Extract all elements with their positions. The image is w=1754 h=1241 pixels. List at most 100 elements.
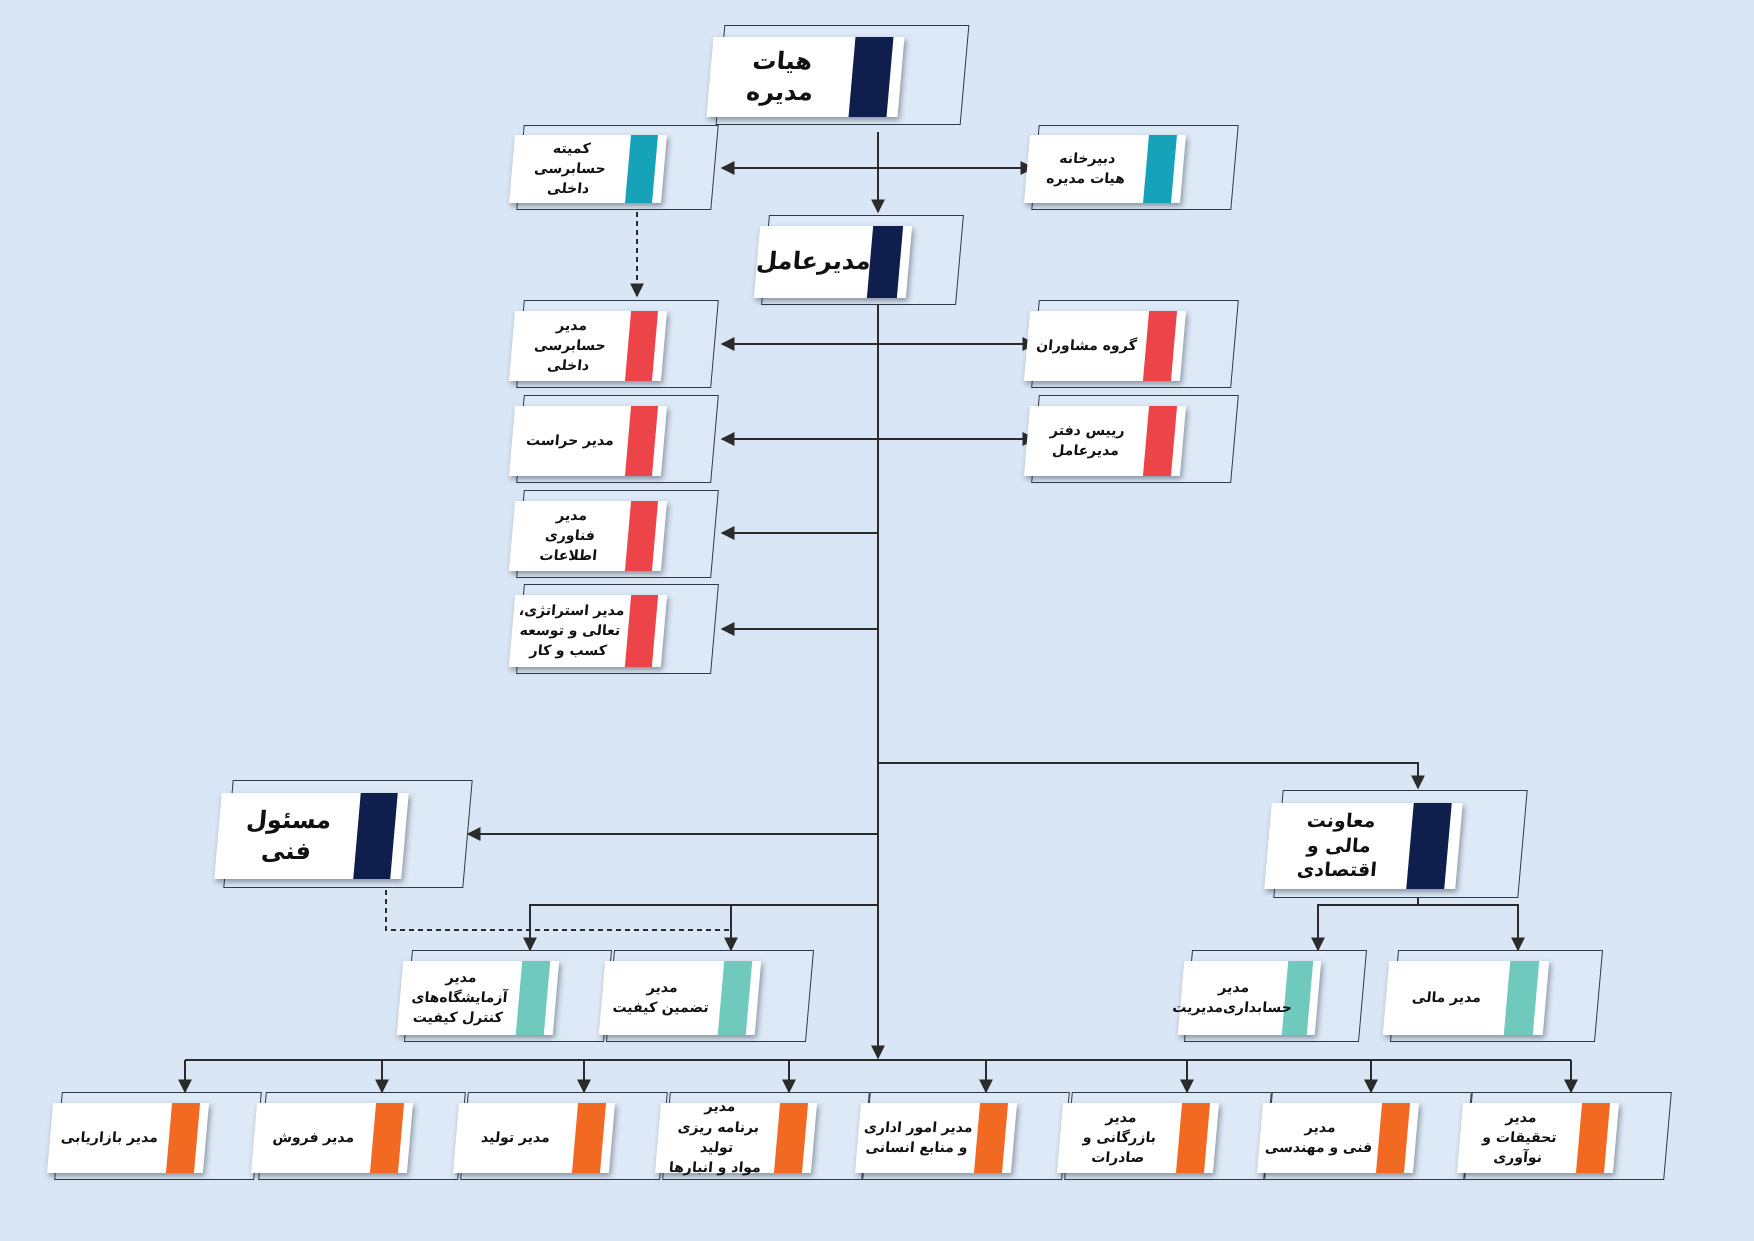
node-commerce-manager[interactable]: مدیر بازرگانی و صادرات	[1056, 1092, 1272, 1180]
node-marketing-manager[interactable]: مدیر بازاریابی	[46, 1092, 262, 1180]
node-audit-committee[interactable]: کمیته حسابرسی داخلی	[509, 125, 719, 210]
node-ceo-office-head[interactable]: رییس دفتر مدیرعامل	[1023, 395, 1239, 483]
node-label: مدیر حراست	[525, 432, 615, 449]
node-label: مدیر حسابرسی داخلی	[533, 317, 607, 375]
node-card: مدیرعامل	[753, 226, 913, 298]
node-card: مسئول فنی	[214, 793, 409, 879]
node-it-manager[interactable]: مدیر فناوری اطلاعات	[508, 490, 719, 578]
node-label: مدیر فروش	[272, 1129, 355, 1146]
line-finance-deputy	[878, 762, 1425, 790]
node-label: مدیر بازاریابی	[60, 1129, 159, 1146]
node-label: مدیر تحقیقات و نوآوری	[1481, 1109, 1558, 1167]
node-label: مدیر تضمین کیفیت	[611, 979, 710, 1016]
node-board-secretariat[interactable]: دبیرخانه هیات مدیره	[1024, 125, 1239, 210]
color-bar	[848, 37, 894, 117]
node-planning-manager[interactable]: مدیر برنامه ریزی تولید مواد و انبارها	[654, 1092, 870, 1180]
color-bar	[1406, 803, 1452, 889]
node-label: معاونت مالی و اقتصادی	[1296, 809, 1378, 882]
node-card: مدیر حسابرسی داخلی	[508, 311, 668, 381]
color-bar	[625, 135, 658, 203]
node-label: گروه مشاوران	[1035, 337, 1138, 354]
node-label: رییس دفتر مدیرعامل	[1049, 422, 1126, 459]
line-to-finance-manager	[1418, 904, 1525, 952]
color-bar	[773, 1103, 809, 1173]
node-card: کمیته حسابرسی داخلی	[509, 135, 667, 203]
line-qc-branch	[523, 904, 878, 952]
node-label: مدیر تولید	[480, 1129, 551, 1146]
node-qc-lab-manager[interactable]: مدیر آزمایشگاه‌های کنترل کیفیت	[396, 950, 613, 1042]
node-label: مدیر برنامه ریزی تولید مواد و انبارها	[668, 1099, 762, 1177]
color-bar	[1143, 135, 1177, 203]
node-card: مدیر بازاریابی	[46, 1103, 210, 1173]
node-engineering-manager[interactable]: مدیر فنی و مهندسی	[1256, 1092, 1472, 1180]
node-advisors-group[interactable]: گروه مشاوران	[1023, 300, 1239, 388]
node-label: دبیرخانه هیات مدیره	[1045, 150, 1126, 187]
node-label: کمیته حسابرسی داخلی	[533, 140, 607, 198]
node-label: مدیر حسابداری‌مدیریت	[1171, 979, 1293, 1016]
node-production-manager[interactable]: مدیر تولید	[452, 1092, 668, 1180]
node-card: مدیر استراتژی، تعالی و توسعه کسب و کار	[508, 595, 668, 667]
node-sales-manager[interactable]: مدیر فروش	[250, 1092, 466, 1180]
node-card: مدیر فروش	[250, 1103, 414, 1173]
node-label: مدیر فنی و مهندسی	[1264, 1119, 1373, 1156]
node-finance-deputy[interactable]: معاونت مالی و اقتصادی	[1264, 790, 1528, 898]
node-qa-manager[interactable]: مدیر تضمین کیفیت	[598, 950, 815, 1042]
node-technical-officer[interactable]: مسئول فنی	[214, 780, 473, 888]
node-card: مدیر آزمایشگاه‌های کنترل کیفیت	[396, 961, 560, 1035]
color-bar	[624, 311, 659, 381]
node-internal-audit-manager[interactable]: مدیر حسابرسی داخلی	[508, 300, 719, 388]
node-card: مدیر فنی و مهندسی	[1256, 1103, 1420, 1173]
node-label: مدیر بازرگانی و صادرات	[1082, 1109, 1157, 1167]
node-card: دبیرخانه هیات مدیره	[1024, 135, 1186, 203]
node-card: مدیر امور اداری و منابع انسانی	[854, 1103, 1018, 1173]
node-card: مدیر مالی	[1382, 961, 1550, 1035]
color-bar	[1142, 406, 1178, 476]
color-bar	[571, 1103, 607, 1173]
color-bar	[1575, 1103, 1611, 1173]
node-label: مسئول فنی	[245, 805, 333, 865]
color-bar	[717, 961, 753, 1035]
line-technical-dashed	[385, 890, 731, 931]
node-label: مدیر امور اداری و منابع انسانی	[863, 1119, 974, 1156]
node-admin-hr-manager[interactable]: مدیر امور اداری و منابع انسانی	[854, 1092, 1070, 1180]
node-mgmt-accounting-manager[interactable]: مدیر حسابداری‌مدیریت	[1172, 950, 1368, 1042]
node-card: مدیر برنامه ریزی تولید مواد و انبارها	[654, 1099, 818, 1177]
node-card: مدیر تحقیقات و نوآوری	[1456, 1103, 1620, 1173]
color-bar	[165, 1103, 201, 1173]
node-label: مدیر استراتژی، تعالی و توسعه کسب و کار	[518, 602, 626, 660]
node-rnd-manager[interactable]: مدیر تحقیقات و نوآوری	[1456, 1092, 1672, 1180]
color-bar	[1503, 961, 1540, 1035]
node-card: هیات مدیره	[706, 37, 905, 117]
node-card: مدیر فناوری اطلاعات	[508, 501, 668, 571]
node-card: مدیر تضمین کیفیت	[598, 961, 762, 1035]
node-card: رییس دفتر مدیرعامل	[1023, 406, 1187, 476]
node-label: هیات مدیره	[745, 46, 815, 106]
color-bar	[624, 595, 659, 667]
node-finance-manager[interactable]: مدیر مالی	[1382, 950, 1604, 1042]
color-bar	[369, 1103, 405, 1173]
node-card: مدیر بازرگانی و صادرات	[1056, 1103, 1220, 1173]
node-card: مدیر حسابداری‌مدیریت	[1171, 961, 1322, 1035]
color-bar	[1375, 1103, 1411, 1173]
color-bar	[1175, 1103, 1211, 1173]
node-card: معاونت مالی و اقتصادی	[1264, 803, 1463, 889]
color-bar	[866, 226, 904, 298]
node-security-manager[interactable]: مدیر حراست	[508, 395, 719, 483]
node-label: مدیرعامل	[755, 247, 872, 276]
node-label: مدیر مالی	[1411, 989, 1482, 1006]
node-card: مدیر حراست	[508, 406, 668, 476]
node-label: مدیر آزمایشگاه‌های کنترل کیفیت	[410, 969, 509, 1027]
node-strategy-manager[interactable]: مدیر استراتژی، تعالی و توسعه کسب و کار	[508, 584, 719, 674]
color-bar	[515, 961, 551, 1035]
color-bar	[973, 1103, 1009, 1173]
color-bar	[1142, 311, 1178, 381]
color-bar	[624, 406, 659, 476]
node-ceo[interactable]: مدیرعامل	[753, 215, 964, 305]
node-board[interactable]: هیات مدیره	[706, 25, 970, 125]
line-to-mgmt-accounting	[1311, 904, 1418, 952]
node-card: گروه مشاوران	[1023, 311, 1187, 381]
color-bar	[353, 793, 398, 879]
node-card: مدیر تولید	[452, 1103, 616, 1173]
